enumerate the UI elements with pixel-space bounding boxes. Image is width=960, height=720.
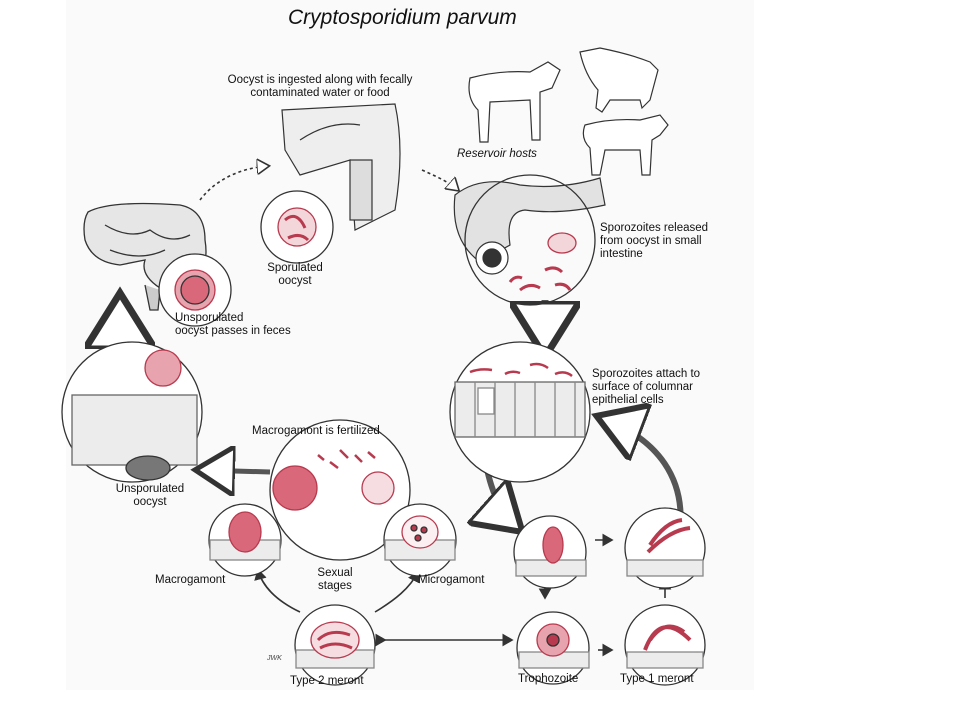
macrogamont-fertilized-circle [269, 419, 411, 561]
arrow-to-mouth [199, 166, 268, 201]
calf-1 [468, 61, 561, 143]
label-macrogamont-fertilized: Macrogamont is fertilized [252, 425, 380, 437]
label-macrogamont: Macrogamont [155, 574, 226, 586]
lamb [582, 114, 669, 176]
label-microgamont: Microgamont [418, 574, 485, 586]
calf-2 [579, 47, 659, 113]
label-reservoir-hosts: Reservoir hosts [457, 148, 537, 160]
stage-circles [61, 174, 706, 686]
label-unsporulated-oocyst: Unsporulated oocyst [115, 483, 185, 508]
small-intestine-illustration [453, 177, 606, 275]
arrow-type2-to-macro [254, 568, 301, 613]
label-ingested: Oocyst is ingested along with fecally co… [227, 74, 413, 99]
reservoir-hosts-illustration [468, 47, 669, 176]
released-sporozoites-circle [464, 174, 596, 306]
label-type1-meront: Type 1 meront [620, 673, 694, 685]
label-sporozoites-attach: Sporozoites attach to surface of columna… [592, 368, 701, 406]
label-sporozoites-released: Sporozoites released from oocyst in smal… [600, 222, 709, 260]
label-type2-meront: Type 2 meront [290, 675, 364, 687]
label-sexual-stages: Sexual stages [317, 567, 353, 592]
label-sporulated-oocyst: Sporulated oocyst [267, 262, 323, 287]
label-trophozoite: Trophozoite [518, 673, 579, 685]
label-unsporulated-feces: Unsporulated oocyst passes in feces [175, 312, 291, 337]
mouth-illustration [281, 103, 401, 231]
arrow-fertilized-to-unsporulated [200, 470, 271, 472]
page-title: Cryptosporidium parvum [288, 6, 517, 29]
artist-signature: JWK [267, 655, 282, 662]
arrow-type2-to-micro [374, 570, 420, 613]
arrow-to-intestine [421, 169, 458, 190]
